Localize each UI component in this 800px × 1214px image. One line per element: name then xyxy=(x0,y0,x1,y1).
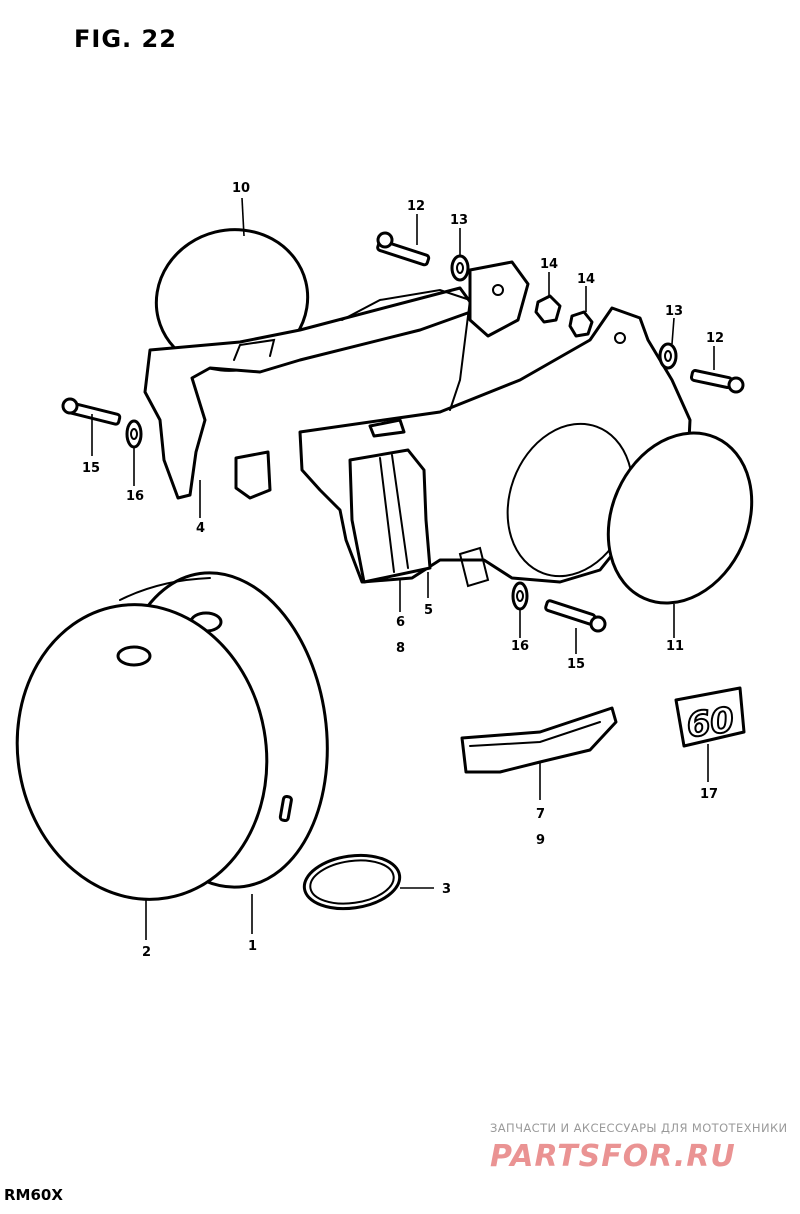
callout-5: 5 xyxy=(424,603,433,618)
part-7-decal xyxy=(460,706,618,774)
callout-14: 14 xyxy=(540,257,558,272)
callout-17: 17 xyxy=(700,787,718,802)
callout-13: 13 xyxy=(450,213,468,228)
callout-4: 4 xyxy=(196,521,205,536)
part-4-bracket xyxy=(143,286,478,500)
callout-15: 15 xyxy=(82,461,100,476)
washer-13-upper xyxy=(450,254,470,282)
figure-title: FIG. 22 xyxy=(74,25,177,53)
bolt-12-upper xyxy=(376,231,431,267)
part-11-lens xyxy=(606,431,754,605)
watermark-subtitle: ЗАПЧАСТИ И АКСЕССУАРЫ ДЛЯ МОТОТЕХНИКИ xyxy=(490,1121,788,1135)
callout-16: 16 xyxy=(511,639,529,654)
washer-16-left xyxy=(125,419,143,449)
model-code: RM60X xyxy=(4,1186,63,1204)
leader-lines xyxy=(91,197,715,940)
callout-15: 15 xyxy=(567,657,585,672)
callout-12: 12 xyxy=(706,331,724,346)
callout-1: 1 xyxy=(248,939,257,954)
nut-14-right xyxy=(568,310,594,338)
part-17-emblem: 60 xyxy=(674,686,746,748)
callout-6: 6 xyxy=(396,615,405,630)
callout-3: 3 xyxy=(442,882,451,897)
callout-7: 7 xyxy=(536,807,545,822)
callout-9: 9 xyxy=(536,833,545,848)
nut-14-left xyxy=(534,294,562,324)
part-5-housing xyxy=(298,260,692,588)
washer-16-right xyxy=(511,581,529,611)
callout-8: 8 xyxy=(396,641,405,656)
bolt-15-right xyxy=(544,599,607,633)
callout-16: 16 xyxy=(126,489,144,504)
callout-12: 12 xyxy=(407,199,425,214)
part-3-ring xyxy=(302,853,402,911)
callout-13: 13 xyxy=(665,304,683,319)
callout-2: 2 xyxy=(142,945,151,960)
emblem-text: 60 xyxy=(684,700,736,746)
bolt-12-right xyxy=(689,369,745,394)
part-2-lens xyxy=(15,603,269,901)
callout-14: 14 xyxy=(577,272,595,287)
watermark-brand: PARTSFOR.RU xyxy=(490,1139,736,1174)
callout-11: 11 xyxy=(666,639,684,654)
washer-13-right xyxy=(658,342,678,370)
callout-10: 10 xyxy=(232,181,250,196)
